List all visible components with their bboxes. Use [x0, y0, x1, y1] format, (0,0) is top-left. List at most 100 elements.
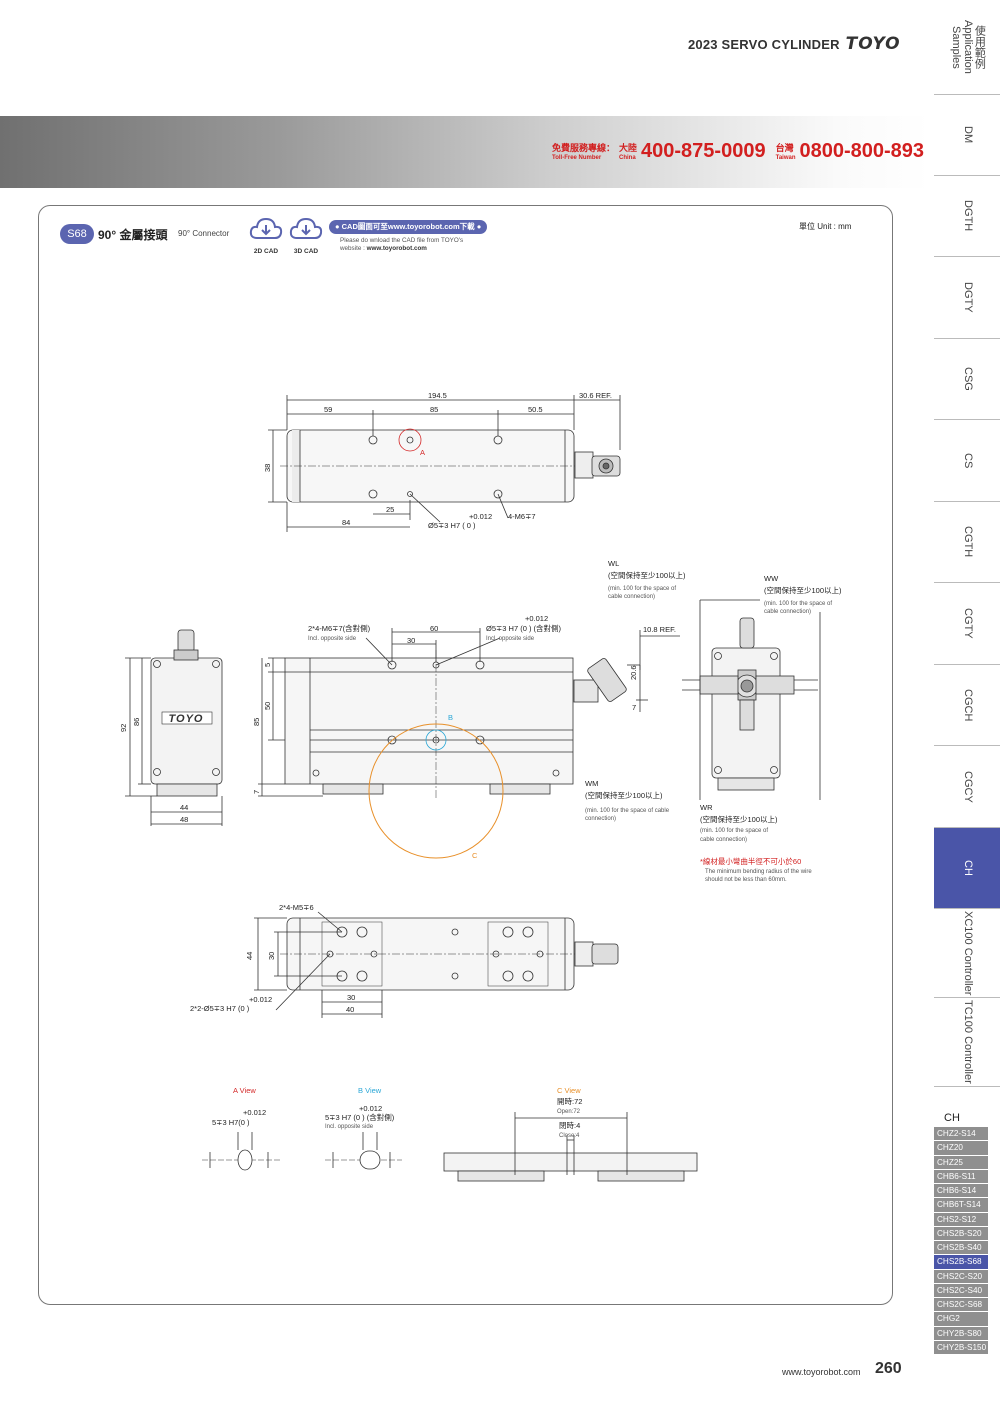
tap-bottom: 2*4-M5∓6 — [279, 903, 314, 912]
dim-5: 5 — [263, 663, 272, 667]
dim-60: 60 — [430, 624, 438, 633]
c-view-title: C View — [557, 1086, 581, 1095]
tol-front: +0.012 — [525, 614, 548, 623]
side-logo: TOYO — [169, 713, 204, 725]
cad-download-pill[interactable]: ● CAD圖面可至www.toyorobot.com下載 ● — [329, 220, 488, 234]
dim-ref: 30.6 REF. — [579, 391, 612, 400]
model-item[interactable]: CHB6-S14 — [934, 1184, 988, 1199]
wm-label: WM — [585, 779, 598, 788]
side-tab-ch[interactable]: CH — [934, 828, 1000, 909]
dim-48: 48 — [180, 815, 188, 824]
model-item[interactable]: CHS2C-S40 — [934, 1283, 988, 1298]
model-item[interactable]: CHS2B-S40 — [934, 1241, 988, 1256]
dim-59: 59 — [324, 405, 332, 414]
model-item[interactable]: CHS2C-S68 — [934, 1298, 988, 1313]
side-tab-cgth[interactable]: CGTH — [934, 502, 1000, 583]
bottom-view — [254, 911, 619, 1018]
side-tab-cgch[interactable]: CGCH — [934, 665, 1000, 746]
hole-bottom: 2*2-Ø5∓3 H7 (0 ) — [190, 1004, 250, 1013]
dim-38: 38 — [263, 464, 272, 472]
side-tab-cs[interactable]: CS — [934, 420, 1000, 502]
b-view-tol: +0.012 — [359, 1104, 382, 1113]
wm-en-1: (min. 100 for the space of cable — [585, 808, 670, 814]
cad-download-note: Please do wnload the CAD file from TOYO'… — [340, 237, 464, 253]
dim-50-5: 50.5 — [528, 405, 543, 414]
hole-front: Ø5∓3 H7 (0 ) (含對側) — [486, 623, 562, 633]
dim-10-8-ref: 10.8 REF. — [643, 625, 676, 634]
model-item[interactable]: CHS2C-S20 — [934, 1269, 988, 1284]
model-list-heading: CH — [944, 1112, 960, 1124]
model-item[interactable]: CHS2-S12 — [934, 1212, 988, 1227]
section-title-en: 90° Connector — [178, 229, 230, 238]
wr-zh: (空間保持至少100以上) — [700, 814, 778, 824]
c-view-open-en: Open:72 — [557, 1109, 581, 1115]
wl-en-2: cable connection) — [608, 594, 655, 600]
b-view-title: B View — [358, 1086, 382, 1095]
dim-30-front: 30 — [407, 636, 415, 645]
tol-bottom: +0.012 — [249, 995, 272, 1004]
side-view — [125, 629, 223, 826]
side-tab-dgth[interactable]: DGTH — [934, 176, 1000, 257]
catalog-title: 2023 SERVO CYLINDER TOYO — [688, 34, 901, 54]
dim-20-6: 20.6 — [629, 665, 638, 680]
model-item[interactable]: CHY2B-S80 — [934, 1326, 988, 1341]
wl-en-1: (min. 100 for the space of — [608, 586, 676, 592]
side-tab-application-samples[interactable]: 使用範例 Application Samples — [934, 0, 1000, 95]
side-tab-csg[interactable]: CSG — [934, 339, 1000, 420]
dim-30-bottom-v: 30 — [267, 952, 276, 960]
tap-front: 2*4-M6∓7(含對側) — [308, 623, 371, 633]
dim-7-b: 7 — [252, 790, 261, 794]
cad-3d-download[interactable]: 3D CAD — [288, 216, 324, 255]
model-item[interactable]: CHS2B-S20 — [934, 1226, 988, 1241]
technical-drawing: TOYO 194.5 30.6 REF. 59 85 50.5 38 25 84… — [119, 391, 842, 1182]
cad-3d-label: 3D CAD — [293, 248, 319, 255]
side-tab-cgty[interactable]: CGTY — [934, 583, 1000, 665]
ww-en-1: (min. 100 for the space of — [764, 601, 832, 607]
model-item[interactable]: CHY2B-S150 — [934, 1340, 988, 1355]
dim-7-a: 7 — [632, 703, 636, 712]
marker-b: B — [448, 713, 453, 722]
wr-en-1: (min. 100 for the space of — [700, 828, 768, 834]
bend-radius-warning: *線材最小彎曲半徑不可小於60 — [700, 856, 801, 866]
dim-194-5: 194.5 — [428, 391, 447, 400]
marker-c: C — [472, 851, 478, 860]
model-item[interactable]: CHB6T-S14 — [934, 1198, 988, 1213]
dim-50: 50 — [263, 702, 272, 710]
wl-label: WL — [608, 559, 619, 568]
dim-44-bottom: 44 — [245, 952, 254, 960]
cloud-download-icon — [249, 217, 283, 239]
c-view-open-zh: 開時:72 — [557, 1097, 582, 1106]
side-tab-cgcy[interactable]: CGCY — [934, 746, 1000, 828]
website-link[interactable]: www.toyorobot.com — [366, 245, 427, 253]
cad-2d-label: 2D CAD — [253, 248, 279, 255]
end-view — [682, 599, 821, 800]
footer-url[interactable]: www.toyorobot.com — [782, 1367, 861, 1377]
model-item[interactable]: CHZ2-S14 — [934, 1127, 988, 1142]
front-view — [258, 628, 680, 859]
ww-label: WW — [764, 574, 779, 583]
tol-top: +0.012 — [469, 512, 492, 521]
dim-25: 25 — [386, 505, 394, 514]
model-item[interactable]: CHZ25 — [934, 1155, 988, 1170]
content-panel — [38, 205, 893, 1305]
side-tab-xc100-controller[interactable]: XC100 Controller — [934, 909, 1000, 998]
model-item[interactable]: CHG2 — [934, 1312, 988, 1327]
wm-zh: (空間保持至少100以上) — [585, 790, 663, 800]
side-tab-tc100-controller[interactable]: TC100 Controller — [934, 998, 1000, 1087]
c-view-close-zh: 閉時:4 — [559, 1121, 580, 1130]
a-view-tol: +0.012 — [243, 1108, 266, 1117]
section-title: 90° 金屬接頭 — [98, 228, 168, 242]
model-item[interactable]: CHB6-S11 — [934, 1169, 988, 1184]
ww-en-2: cable connection) — [764, 609, 811, 615]
model-item[interactable]: CHZ20 — [934, 1141, 988, 1156]
side-nav: 使用範例 Application Samples DM DGTH DGTY CS… — [934, 0, 1000, 1408]
dim-92: 92 — [119, 724, 128, 732]
side-tab-dgty[interactable]: DGTY — [934, 257, 1000, 339]
cad-2d-download[interactable]: 2D CAD — [248, 216, 284, 255]
wm-en-2: connection) — [585, 816, 616, 822]
tap-top: 4-M6∓7 — [508, 512, 536, 521]
dim-84: 84 — [342, 518, 350, 527]
unit-note: 單位 Unit : mm — [799, 222, 852, 231]
model-item[interactable]: CHS2B-S68 — [934, 1255, 988, 1270]
side-tab-dm[interactable]: DM — [934, 95, 1000, 176]
